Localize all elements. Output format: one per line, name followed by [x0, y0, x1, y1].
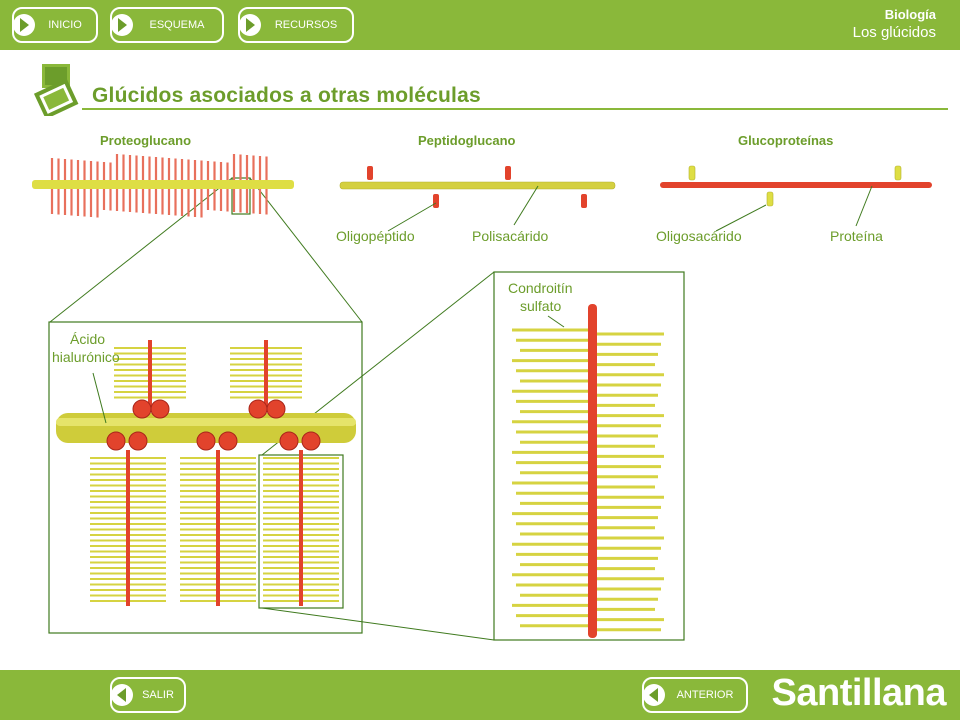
play-arrow-icon	[238, 7, 262, 43]
hyaluronic-zoom-detail	[56, 340, 356, 606]
peptidoglucano-molecule	[339, 166, 616, 208]
esquema-button[interactable]: ESQUEMA	[110, 7, 224, 43]
link-protein	[106, 431, 126, 451]
glucoproteina-molecule	[660, 165, 932, 207]
chondroitin-zoom-detail	[512, 304, 664, 638]
proteina-label: Proteína	[830, 228, 883, 244]
anterior-button[interactable]: ANTERIOR	[642, 677, 748, 713]
peptidoglucano-header: Peptidoglucano	[418, 133, 516, 148]
oligopeptide	[433, 194, 439, 208]
title-underline	[82, 108, 948, 110]
link-protein	[218, 431, 238, 451]
zoom-box-hyaluronic	[48, 321, 363, 634]
play-arrow-icon	[12, 7, 36, 43]
salir-button[interactable]: SALIR	[110, 677, 186, 713]
link-protein	[266, 399, 286, 419]
subject-header: Biología Los glúcidos	[853, 7, 936, 43]
title-icon	[30, 60, 86, 120]
oligosaccharide	[688, 165, 696, 181]
core-axis	[32, 180, 294, 189]
glucoproteinas-header: Glucoproteínas	[738, 133, 834, 148]
link-protein	[279, 431, 299, 451]
link-protein	[248, 399, 268, 419]
recursos-button[interactable]: RECURSOS	[238, 7, 354, 43]
page-title: Glúcidos asociados a otras moléculas	[92, 84, 481, 107]
inicio-label: INICIO	[48, 19, 82, 31]
proteoglucano-molecule	[32, 154, 294, 218]
link-protein	[301, 431, 321, 451]
acido-label-2: hialurónico	[52, 349, 120, 365]
recursos-label: RECURSOS	[274, 19, 338, 31]
acido-label: Ácido	[70, 331, 106, 347]
link-protein	[128, 431, 148, 451]
proteoglucano-header: Proteoglucano	[100, 133, 192, 148]
link-protein	[132, 399, 152, 419]
oligopeptide	[581, 194, 587, 208]
condroitin-label: Condroitín	[508, 280, 573, 296]
protein-axis	[660, 182, 932, 188]
core-protein	[588, 304, 597, 638]
oligosacarido-label: Oligosacárido	[656, 228, 742, 244]
oligopeptide	[505, 166, 511, 180]
back-arrow-icon	[110, 677, 134, 713]
subject-unit: Los glúcidos	[852, 24, 936, 41]
esquema-label: ESQUEMA	[149, 19, 205, 31]
oligosaccharide	[766, 191, 774, 207]
play-arrow-icon	[110, 7, 134, 43]
back-arrow-icon	[642, 677, 666, 713]
oligopeptido-label: Oligopéptido	[336, 228, 415, 244]
zoom-box-chondroitin	[493, 271, 685, 641]
subject-course: Biología	[884, 7, 936, 22]
polisacarido-label: Polisacárido	[472, 228, 549, 244]
polysaccharide-axis	[339, 181, 616, 190]
condroitin-label-2: sulfato	[520, 298, 562, 314]
anterior-label: ANTERIOR	[676, 689, 734, 701]
oligosaccharide	[894, 165, 902, 181]
backbone-highlight	[56, 418, 356, 426]
link-protein	[196, 431, 216, 451]
santillana-logo: Santillana	[771, 672, 947, 714]
inicio-button[interactable]: INICIO	[12, 7, 98, 43]
oligopeptide	[367, 166, 373, 180]
link-protein	[150, 399, 170, 419]
salir-label: SALIR	[142, 689, 174, 701]
